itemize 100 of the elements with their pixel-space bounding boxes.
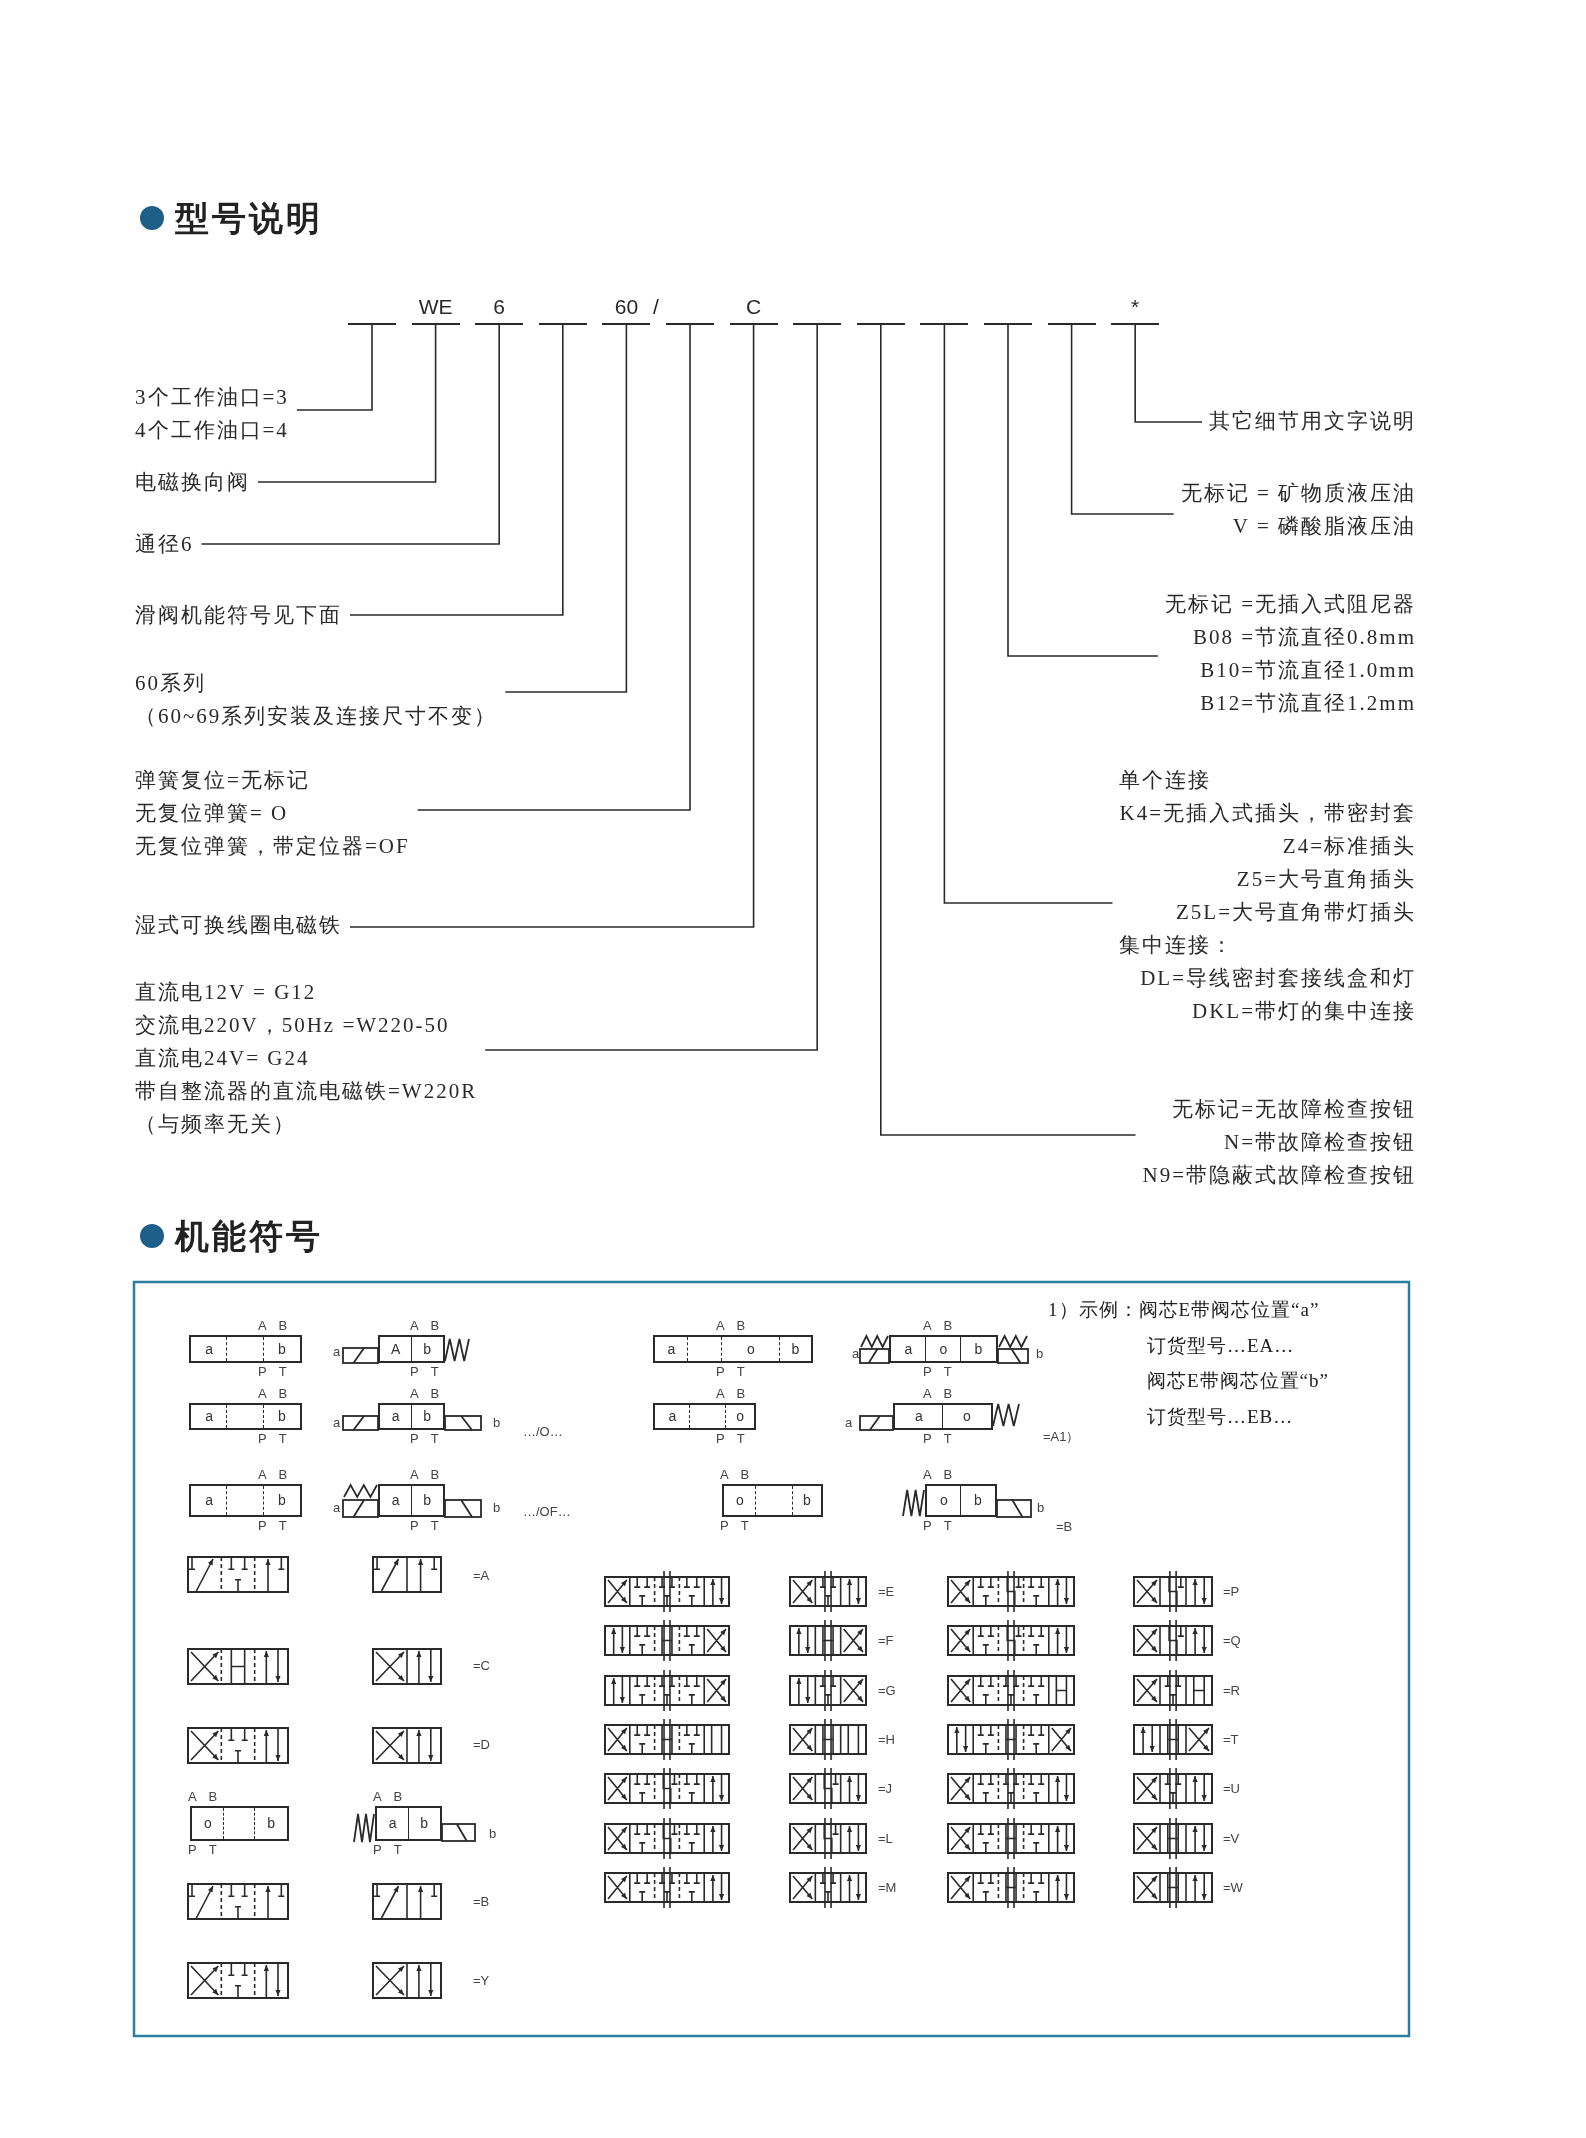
position-letter: o	[746, 1340, 756, 1359]
port-labels: P T	[923, 1364, 952, 1380]
option-text: 直流电24V= G24	[135, 1045, 311, 1072]
position-letter: o	[202, 1814, 213, 1833]
function-code: =J	[878, 1781, 893, 1797]
option-text: 3个工作油口=3	[135, 384, 289, 411]
port-labels: P T	[258, 1364, 287, 1380]
port-labels: A B	[716, 1318, 746, 1334]
port-labels: P T	[410, 1518, 439, 1534]
port-labels: A B	[923, 1318, 953, 1334]
option-text: 无标记 =无插入式阻尼器	[1164, 591, 1416, 618]
end-label: a	[333, 1344, 341, 1360]
port-labels: A B	[258, 1386, 288, 1402]
option-text: 4个工作油口=4	[135, 417, 289, 444]
port-labels: P T	[716, 1431, 745, 1447]
option-text: 无标记=无故障检查按钮	[1171, 1096, 1416, 1123]
position-letter: a	[667, 1407, 678, 1426]
end-label: b	[493, 1415, 501, 1431]
option-text: B10=节流直径1.0mm	[1199, 657, 1416, 684]
valve-body	[189, 1335, 302, 1363]
position-letter: a	[204, 1491, 215, 1510]
port-labels: P T	[258, 1431, 287, 1447]
leader-line	[257, 324, 437, 483]
code-field: 6	[475, 293, 524, 325]
valve-body	[722, 1484, 823, 1517]
option-text: V = 磷酸脂液压油	[1231, 513, 1416, 540]
leader-line	[1007, 324, 1159, 657]
leader-line	[880, 324, 1137, 1136]
port-labels: A B	[410, 1467, 440, 1483]
function-code: …/O…	[523, 1424, 563, 1440]
leader-line	[349, 324, 564, 616]
position-letter: a	[390, 1491, 401, 1510]
end-label: a	[845, 1415, 853, 1431]
end-label: b	[489, 1826, 497, 1842]
option-text: 湿式可换线圈电磁铁	[135, 912, 342, 939]
port-labels: A B	[410, 1318, 440, 1334]
end-label: a	[852, 1346, 860, 1362]
function-code: =E	[878, 1584, 895, 1600]
option-text: Z4=标准插头	[1281, 833, 1416, 860]
option-text: 通径6	[135, 531, 194, 558]
option-text: Z5L=大号直角带灯插头	[1175, 899, 1416, 926]
valve-body	[893, 1403, 993, 1430]
leader-line	[200, 324, 500, 545]
port-labels: P T	[716, 1364, 745, 1380]
option-text: 60系列	[135, 670, 207, 697]
end-label: b	[1037, 1500, 1045, 1516]
option-text: 弹簧复位=无标记	[135, 767, 311, 794]
function-code: =U	[1223, 1781, 1240, 1797]
note-text: 阀芯E带阀芯位置“b”	[1147, 1369, 1329, 1393]
option-text: 单个连接	[1119, 767, 1213, 794]
port-labels: P T	[188, 1842, 217, 1858]
position-letter: a	[666, 1340, 677, 1359]
code-field: C	[729, 293, 778, 325]
code-separator: /	[653, 294, 659, 320]
valve-body	[190, 1806, 289, 1841]
function-code: =A	[473, 1568, 490, 1584]
option-text: （60~69系列安装及连接尺寸不变）	[135, 703, 498, 730]
position-letter: b	[973, 1340, 984, 1359]
option-text: Z5=大号直角插头	[1235, 866, 1416, 893]
option-text: （与频率无关）	[135, 1111, 297, 1138]
valve-body	[189, 1403, 302, 1430]
function-code: =H	[878, 1732, 895, 1748]
leader-line	[416, 324, 691, 811]
position-letter: b	[276, 1491, 287, 1510]
position-letter: b	[276, 1407, 287, 1426]
position-letter: o	[939, 1491, 949, 1510]
note-text: 订货型号…EA…	[1147, 1334, 1295, 1358]
function-code: =Y	[473, 1973, 490, 1989]
code-field: 60	[602, 293, 651, 325]
position-letter: a	[204, 1340, 215, 1359]
port-labels: A B	[258, 1467, 288, 1483]
option-text: 无标记 = 矿物质液压油	[1180, 480, 1416, 507]
position-letter: b	[422, 1491, 433, 1510]
option-text: DL=导线密封套接线盒和灯	[1139, 965, 1416, 992]
option-text: 无复位弹簧= O	[135, 800, 290, 827]
leader-line	[484, 324, 818, 1051]
port-labels: A B	[410, 1386, 440, 1402]
position-letter: b	[419, 1814, 430, 1833]
option-text: 电磁换向阀	[135, 469, 250, 496]
position-letter: a	[204, 1407, 215, 1426]
port-labels: A B	[923, 1386, 953, 1402]
valve-body	[189, 1484, 302, 1517]
position-letter: b	[802, 1491, 812, 1510]
option-text: DKL=带灯的集中连接	[1191, 998, 1416, 1025]
option-text: B08 =节流直径0.8mm	[1191, 624, 1416, 651]
note-text: 订货型号…EB…	[1147, 1405, 1294, 1429]
option-text: 带自整流器的直流电磁铁=W220R	[135, 1078, 478, 1105]
position-letter: o	[962, 1407, 972, 1426]
leader-line	[296, 324, 373, 411]
valve-body	[375, 1806, 442, 1841]
position-letter: b	[266, 1814, 277, 1833]
section-heading: 型号说明	[175, 197, 323, 240]
port-labels: A B	[258, 1318, 288, 1334]
position-letter: o	[735, 1491, 745, 1510]
leader-line	[349, 324, 755, 928]
position-letter: a	[390, 1407, 401, 1426]
port-labels: A B	[923, 1467, 953, 1483]
valve-body	[378, 1484, 445, 1517]
position-letter: b	[790, 1340, 801, 1359]
end-label: a	[333, 1415, 341, 1431]
